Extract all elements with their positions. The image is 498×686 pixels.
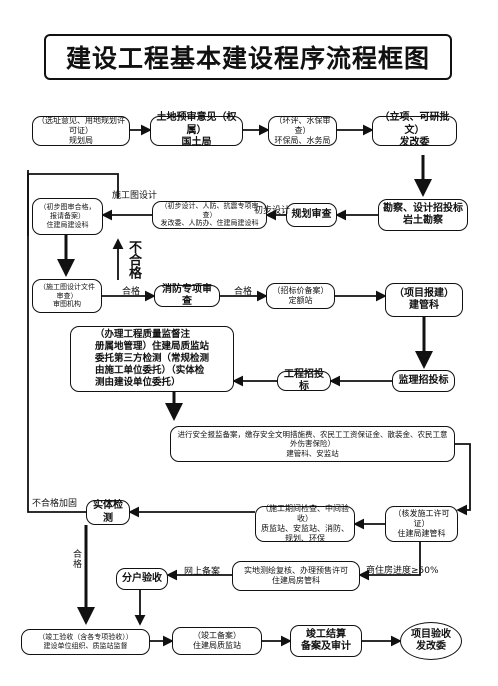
label-online-filing: 网上备案 <box>184 567 221 577</box>
node-engineering-bidding: 工程招投标 <box>277 369 331 392</box>
label-pass-vertical: 合格 <box>71 549 81 569</box>
node-survey-bidding: 勘察、设计招投标 岩土勘察 <box>378 199 468 231</box>
node-environment-review: （环评、水保审查） 环保局、水务局 <box>268 116 337 146</box>
node-construction-inspection: （施工期间检查、中间验收） 质监站、安监站、消防、规划、环保 <box>255 504 355 543</box>
label-pass-2: 合格 <box>234 287 253 297</box>
node-land-pre-review: 土地预审意见（权属） 国土局 <box>150 112 243 148</box>
node-presale-permit: 实地测绘复核、办理预售许可 住建局房管科 <box>232 561 360 591</box>
node-project-approval: （立项、可研批文） 发改委 <box>372 112 457 148</box>
node-preliminary-design: （初步设计、人防、抗震专项审查） 发改委、人防办、住建局建设科 <box>152 201 267 229</box>
node-project-filing: （项目报建） 建管科 <box>385 283 463 317</box>
node-settlement-audit: 竣工结算 备案及审计 <box>290 625 362 657</box>
node-completion-acceptance: （竣工验收（含各专项验收）） 建设单位组织、质监站监督 <box>21 629 150 655</box>
node-quality-supervision: （办理工程质量监督注 册属地管理）住建局质监站 委托第三方检测（常规检测 由施工… <box>70 326 234 392</box>
label-first-design: 初步设计 <box>254 206 291 216</box>
page-title: 建设工程基本建设程序流程框图 <box>44 34 452 80</box>
node-construction-permit: （核发施工许可证） 住建局建管科 <box>385 506 458 542</box>
node-safety-filing: 进行安全报监备案，缴存安全文明措施费、农民工工资保证金、散装金、农民工意外伤害保… <box>170 426 455 462</box>
node-fire-review: 消防专项审查 <box>154 284 220 307</box>
node-entity-detection: 实体检测 <box>86 500 130 525</box>
node-pricing-filing: （招标价备案） 定额站 <box>266 283 335 309</box>
node-site-selection: （选址意见、用地规划许可证） 规划局 <box>32 116 130 146</box>
node-supervision-bidding: 监理招投标 <box>392 370 455 392</box>
node-project-acceptance: 项目验收 发改委 <box>400 622 462 660</box>
label-pass-1: 合格 <box>122 287 141 297</box>
node-completion-record: （竣工备案） 住建局质监站 <box>172 627 262 655</box>
node-planning-review: 规划审查 <box>286 203 337 227</box>
label-presale-progress: 商住房进度≥50% <box>366 566 439 576</box>
node-household-inspection: 分户验收 <box>116 568 168 590</box>
label-fail-reinforce: 不合格加固 <box>32 499 78 509</box>
node-drawing-review: （施工图设计文件审查） 审图机构 <box>32 279 102 313</box>
label-construction-design: 施工图设计 <box>112 191 158 201</box>
node-drawing-filing: （初步图审合格，报请备案） 住建局建设科 <box>32 198 103 235</box>
label-fail: 不合格 <box>126 240 141 279</box>
